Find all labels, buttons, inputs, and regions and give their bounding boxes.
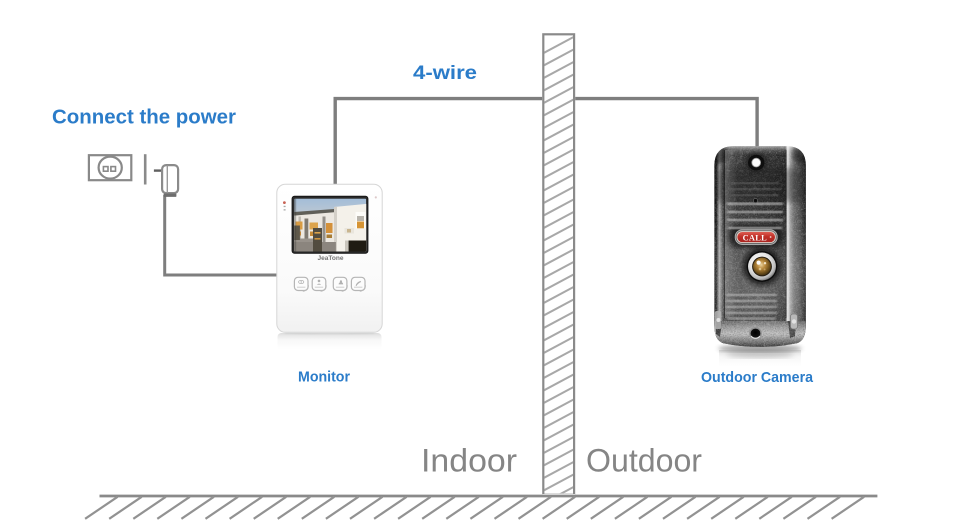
- svg-text:Outdoor: Outdoor: [586, 443, 702, 479]
- svg-text:CALL: CALL: [743, 233, 768, 242]
- svg-text:4-wire: 4-wire: [413, 62, 477, 84]
- svg-text:Indoor: Indoor: [421, 443, 517, 479]
- svg-text:Outdoor Camera: Outdoor Camera: [701, 370, 814, 386]
- svg-text:Monitor: Monitor: [298, 370, 350, 386]
- svg-text:JeaTone: JeaTone: [318, 255, 344, 262]
- svg-text:Connect the power: Connect the power: [52, 107, 236, 129]
